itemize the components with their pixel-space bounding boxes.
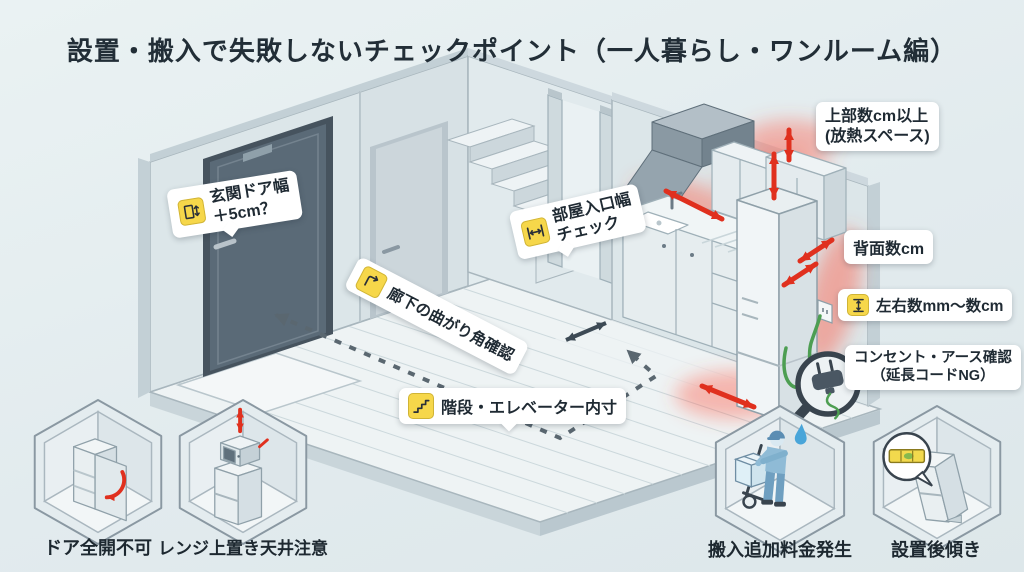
entrance-door — [203, 116, 333, 377]
genkan-tile — [175, 352, 363, 414]
stairs-icon — [408, 393, 434, 419]
badge-fridge-door-open — [25, 396, 171, 553]
page-title: 設置・搬入で失敗しないチェックポイント（一人暮らし・ワンルーム編） — [66, 36, 958, 67]
badge-caption: レンジ上置き天井注意 — [158, 539, 328, 558]
clearance-arrows — [663, 127, 835, 410]
sweat-drop-icon — [794, 423, 807, 445]
badge-caption: 設置後傾き — [891, 540, 981, 560]
mover-figure — [755, 430, 788, 507]
callout-text: 上部数cm以上 — [825, 108, 929, 125]
up-down-arrow-icon — [847, 294, 869, 316]
hallway-door — [370, 121, 448, 319]
width-measure-icon — [519, 215, 552, 248]
spirit-level-bubble — [882, 432, 933, 487]
badge-microwave-on-fridge — [170, 396, 316, 553]
room-doorway-wall — [547, 88, 615, 285]
callout-stairs-elevator: 階段・エレベーター内寸 — [399, 388, 627, 424]
callout-entrance-door-width: 玄関ドア幅 ＋5cm？ — [166, 169, 304, 239]
callout-text: 背面数cm — [853, 241, 925, 258]
badge-tilted-fridge-level — [864, 402, 1010, 559]
callout-text: コンセント・アース確認 — [854, 350, 1012, 366]
badge-caption: ドア全開不可 — [44, 538, 152, 558]
callout-text: (放熱スペース) — [825, 127, 930, 145]
badge-caption: 搬入追加料金発生 — [708, 540, 852, 560]
door-width-icon — [176, 196, 207, 226]
badge-mover-with-handtruck — [706, 402, 854, 561]
callout-back-clearance: 背面数cm — [844, 230, 934, 264]
callout-text: 階段・エレベーター内寸 — [441, 400, 618, 417]
callout-text: 左右数mm〜数cm — [876, 298, 1004, 315]
power-outlet — [817, 299, 833, 324]
callout-outlet-check: コンセント・アース確認 （延長コードNG） — [845, 345, 1021, 391]
corner-turn-icon — [353, 264, 390, 300]
callout-side-clearance: 左右数mm〜数cm — [838, 289, 1013, 321]
callout-room-entrance-width: 部屋入口幅 チェック — [508, 183, 648, 261]
callout-text: （延長コードNG） — [871, 367, 995, 384]
callout-hallway-corner: 廊下の曲がり角確認 — [343, 256, 530, 376]
callout-top-clearance: 上部数cm以上 (放熱スペース) — [816, 102, 939, 152]
